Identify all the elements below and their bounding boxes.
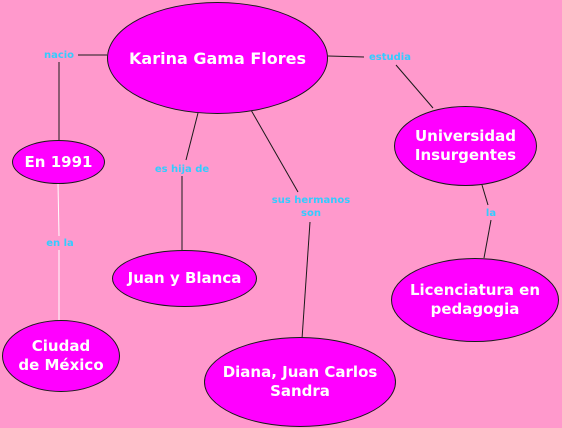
line-la-to-degree [483, 219, 492, 259]
line-main-to-estudia [327, 55, 365, 58]
link-label-estudia: estudia [369, 52, 411, 63]
node-ciudad-de-mexico: Ciudad de México [2, 320, 120, 392]
node-licenciatura-en-pedagogia: Licenciatura en pedagogia [391, 258, 559, 342]
line-sus-hermanos-to-siblings [301, 221, 311, 340]
node-karina-gama-flores: Karina Gama Flores [107, 2, 328, 114]
link-label-en-la: en la [46, 238, 74, 249]
link-label-sus-hermanos-son: sus hermanos son [271, 195, 351, 219]
line-estudia-to-university [395, 64, 434, 109]
link-label-nacio: nacio [43, 50, 75, 61]
node-diana-juan-carlos-sandra: Diana, Juan Carlos Sandra [204, 337, 396, 427]
link-label-es-hija-de: es hija de [154, 164, 210, 175]
line-main-to-es-hija-de [185, 112, 199, 161]
node-en-1991: En 1991 [12, 140, 105, 184]
line-university-to-la [481, 184, 489, 206]
link-label-la: la [485, 208, 497, 219]
line-year-to-en-la [57, 182, 60, 237]
line-main-to-sus-hermanos [250, 109, 299, 193]
node-universidad-insurgentes: Universidad Insurgentes [394, 106, 537, 186]
node-juan-y-blanca: Juan y Blanca [112, 250, 257, 307]
